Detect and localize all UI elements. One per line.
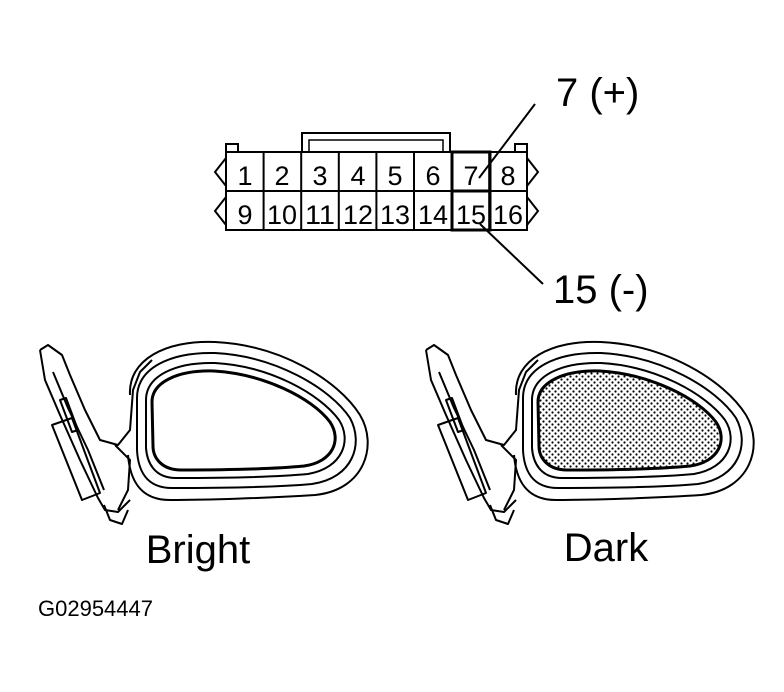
mirror-dark xyxy=(425,340,755,525)
connector-right-arrow-bottom xyxy=(526,196,540,226)
connector-tab-left xyxy=(225,143,239,153)
mirror-mount-plate xyxy=(437,417,487,501)
pin-label: 4 xyxy=(350,161,365,191)
callout-line-negative xyxy=(479,223,544,285)
pin-label: 8 xyxy=(500,161,515,191)
pin-label: 12 xyxy=(343,200,373,230)
pin-label: 5 xyxy=(387,161,402,191)
pin-label: 3 xyxy=(312,161,327,191)
connector-tab-right xyxy=(514,143,528,153)
figure-id: G02954447 xyxy=(38,596,153,621)
pin-label: 13 xyxy=(380,200,410,230)
connector xyxy=(213,132,540,232)
mirror-mount xyxy=(425,344,539,446)
mirror-mount xyxy=(39,344,153,446)
mirror-bright xyxy=(39,340,369,525)
connector-right-arrow-top xyxy=(526,157,540,187)
mirror-housing xyxy=(127,340,369,501)
caption-dark: Dark xyxy=(564,526,649,570)
pin-label: 6 xyxy=(425,161,440,191)
pin-label: 10 xyxy=(267,200,297,230)
mirror-glass-bright xyxy=(150,369,337,472)
caption-bright: Bright xyxy=(146,528,251,572)
pin-label: 7 xyxy=(463,161,478,191)
connector-left-arrow-bottom xyxy=(213,196,227,226)
callout-line-positive xyxy=(478,103,536,179)
mirror-housing xyxy=(513,340,755,501)
pin-label: 16 xyxy=(493,200,523,230)
connector-left-arrow-top xyxy=(213,157,227,187)
mirror-glass-dark xyxy=(536,369,723,472)
connector-top-row: 1 2 3 4 5 6 7 8 xyxy=(237,161,515,191)
mirror-mount-plate xyxy=(51,417,101,501)
pin-label: 9 xyxy=(237,200,252,230)
pin-label: 2 xyxy=(274,161,289,191)
pin-15-highlight xyxy=(450,189,492,232)
pin-label: 1 xyxy=(237,161,252,191)
pin-label: 11 xyxy=(305,200,335,230)
callout-positive: 7 (+) xyxy=(556,71,639,115)
callout-negative: 15 (-) xyxy=(553,268,649,312)
connector-latch xyxy=(301,132,451,152)
pin-label: 14 xyxy=(418,200,448,230)
